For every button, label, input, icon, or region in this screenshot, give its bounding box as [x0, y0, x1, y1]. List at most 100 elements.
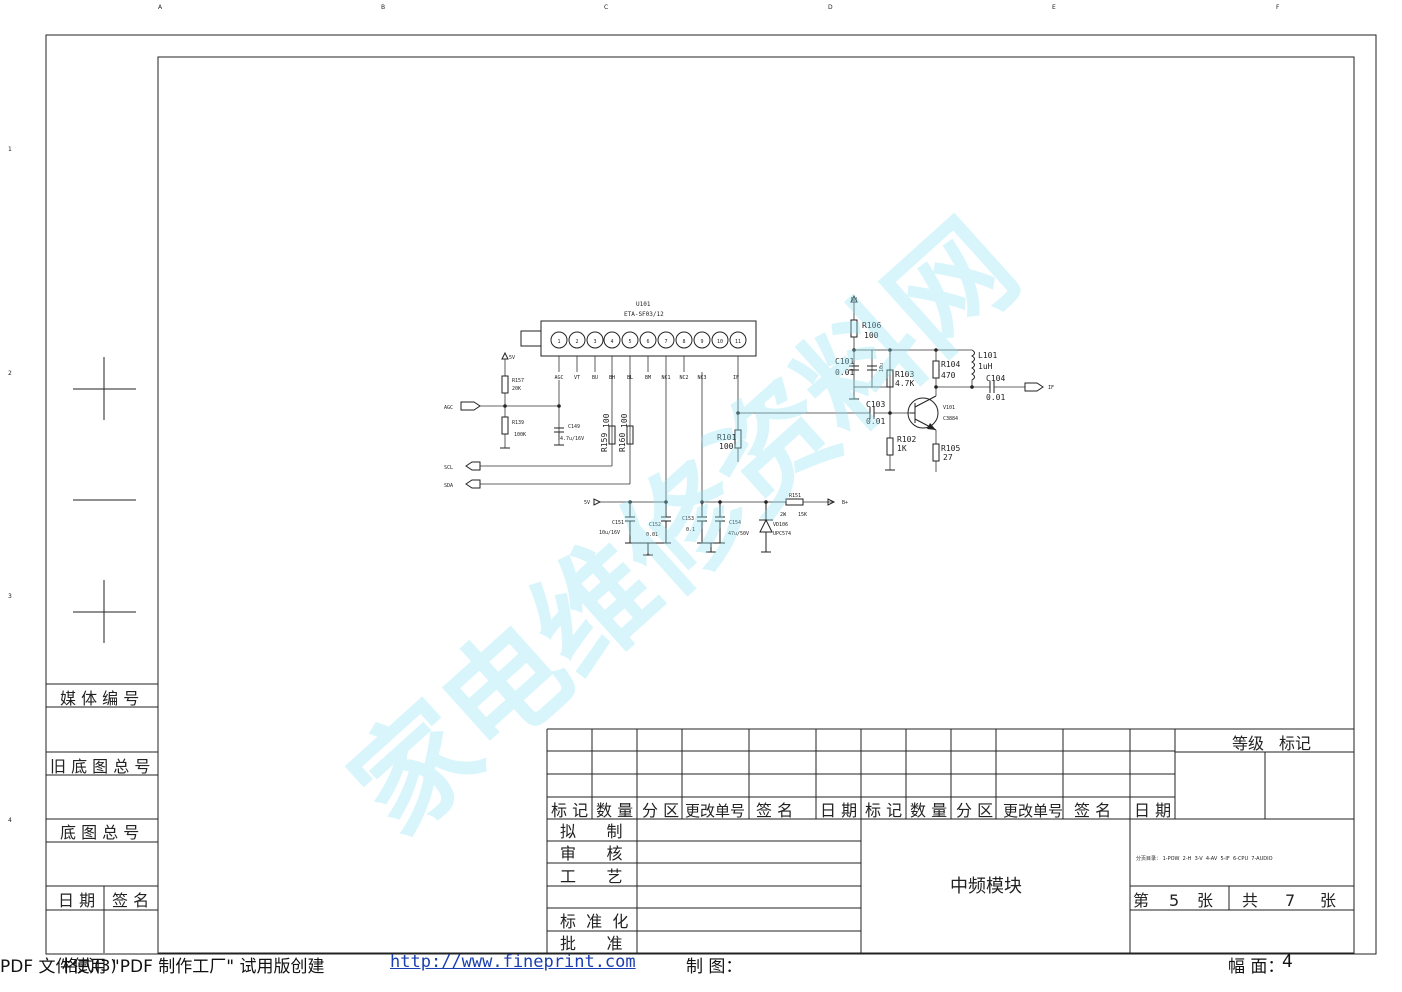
- r106-ref: R106: [862, 321, 881, 330]
- c153-val: 0.1: [686, 527, 695, 533]
- header-cell: 标 记: [865, 801, 902, 820]
- connector-pin: 6: [646, 339, 649, 345]
- v101-val: C3884: [943, 416, 958, 422]
- row-mark: 2: [8, 370, 12, 377]
- header-cell: 数 量: [910, 801, 947, 820]
- header-cell: 更改单号: [1003, 802, 1063, 820]
- r101-ref: R101: [717, 433, 736, 442]
- drawing-total-label: 底 图 总 号: [60, 823, 139, 842]
- r104-ref: R104: [941, 360, 960, 369]
- supply-label: 5V: [509, 355, 515, 361]
- role-approve: 批 准: [560, 934, 623, 953]
- c104-ref: C104: [986, 374, 1005, 383]
- resistor-r139: [501, 416, 509, 435]
- supply-arrow: [501, 351, 509, 360]
- r105-val: 27: [943, 453, 953, 462]
- sda-port: [465, 479, 481, 489]
- connector-pin: 10: [717, 339, 723, 345]
- transistor-v101: [907, 397, 939, 429]
- role-draft: 拟 制: [560, 822, 623, 841]
- header-cell: 分 区: [956, 801, 993, 820]
- r151-val1: 2W: [780, 512, 787, 518]
- pin-name: BM: [645, 375, 651, 381]
- r159-ref: R159: [600, 433, 609, 452]
- inductor-l101: [971, 349, 975, 381]
- pin-name: AGC: [554, 375, 563, 381]
- r102-val: 1K: [897, 444, 907, 453]
- r104-val: 470: [941, 371, 956, 380]
- header-cell: 标 记: [551, 801, 588, 820]
- resistor-r159: [608, 425, 616, 445]
- resistor-r103: [886, 369, 894, 388]
- role-standard: 标 准 化: [560, 912, 628, 931]
- connector-pin: 11: [735, 339, 741, 345]
- row-mark: 3: [8, 593, 12, 600]
- schematic: U101 ETA-SF03/12 1 2 3 4 5 6 7 8 9 10 11…: [444, 294, 1054, 556]
- fineprint-link[interactable]: http://www.fineprint.com: [390, 952, 636, 972]
- sda-label: SDA: [444, 483, 453, 489]
- c153-ref: C153: [682, 516, 694, 522]
- agc-port-label: AGC: [444, 405, 453, 411]
- r139-ref: R139: [512, 420, 524, 426]
- col-mark: B: [381, 4, 385, 11]
- c151-ref: C151: [612, 520, 624, 526]
- vd106-ref: VD106: [773, 522, 788, 528]
- c154-val: 47u/50V: [728, 531, 749, 537]
- r159-val: 100: [602, 413, 611, 428]
- resistor-r160: [626, 425, 634, 445]
- registration-marks: [73, 357, 136, 643]
- role-review: 审 核: [560, 844, 623, 863]
- media-no-label: 媒 体 编 号: [60, 689, 139, 708]
- rail-5v-label: 5V: [584, 500, 590, 506]
- c151-val: 10u/16V: [599, 530, 620, 536]
- connector-pin: 9: [700, 339, 703, 345]
- r157-val: 20K: [512, 386, 521, 392]
- outer-border: [45, 34, 1377, 955]
- header-cell: 数 量: [596, 801, 633, 820]
- pin-name: IF: [733, 375, 739, 381]
- r151-ref: R151: [789, 493, 801, 499]
- connector-pin: 2: [575, 339, 578, 345]
- if-out-label: IF: [1048, 385, 1054, 391]
- watermark: 家电维修资料网: [326, 196, 1043, 861]
- col-mark: A: [158, 4, 163, 11]
- sign-label: 签 名: [112, 891, 149, 910]
- row-mark: 4: [8, 817, 12, 824]
- l101-val: 1uH: [978, 362, 993, 371]
- sheet-number: 5: [1169, 891, 1179, 910]
- role-process: 工 艺: [560, 867, 623, 886]
- r151-val2: 15K: [798, 512, 807, 518]
- c154-ref: C154: [729, 520, 741, 526]
- c103-ref: C103: [866, 400, 885, 409]
- scl-port: [465, 461, 481, 471]
- l101-ref: L101: [978, 351, 997, 360]
- connector-pin: 1: [557, 339, 560, 345]
- pin-name: NC2: [679, 375, 688, 381]
- header-cell: 签 名: [756, 801, 793, 820]
- connector-tab: [520, 330, 542, 347]
- col-mark: F: [1276, 4, 1280, 11]
- r139-val: 100K: [514, 432, 526, 438]
- sheet-total: 7: [1285, 891, 1295, 910]
- r103-ref: R103: [895, 370, 914, 379]
- r103-val: 4.7K: [895, 379, 914, 388]
- pin-name: VT: [574, 375, 580, 381]
- date-label: 日 期: [58, 891, 95, 910]
- sheet-suffix: 张: [1320, 891, 1336, 910]
- pdf-credit: PDF 文件使用 "PDF 制作工厂" 试用版创建: [0, 957, 325, 977]
- c104-val: 0.01: [986, 393, 1005, 402]
- inner-border: [157, 56, 1355, 954]
- r160-val: 100: [620, 413, 629, 428]
- agc-port: [460, 401, 481, 411]
- header-cell: 日 期: [1134, 801, 1171, 820]
- title-block: [546, 728, 1354, 953]
- format-code: 格式(3): [62, 956, 117, 975]
- bn-label: BN: [851, 297, 857, 303]
- r160-ref: R160: [618, 433, 627, 452]
- drawing-by-label: 制 图：: [686, 957, 743, 977]
- col-mark: C: [604, 4, 608, 11]
- col-mark: E: [1052, 4, 1056, 11]
- v101-ref: V101: [943, 405, 955, 411]
- connector-pin: 3: [593, 339, 596, 345]
